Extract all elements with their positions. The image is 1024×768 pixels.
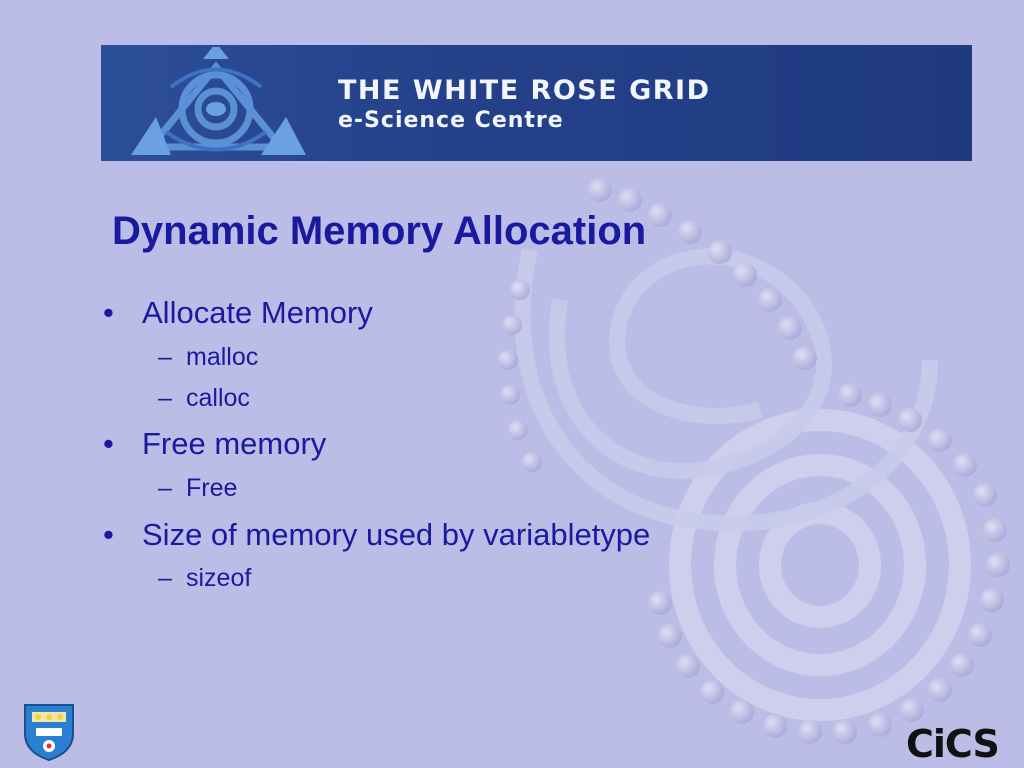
- banner-title: THE WHITE ROSE GRID: [338, 75, 711, 106]
- subitem-marker: –: [158, 474, 172, 502]
- bullet-item-free-memory: Free memory: [142, 426, 327, 461]
- subitem-marker: –: [158, 564, 172, 592]
- subitem-free: Free: [186, 474, 238, 502]
- subitem-marker: –: [158, 343, 172, 371]
- slide-title: Dynamic Memory Allocation: [112, 209, 647, 253]
- white-rose-triangle-logo: [131, 47, 306, 155]
- subitem-calloc: calloc: [186, 384, 250, 412]
- cics-logo: CiCS: [906, 722, 1000, 766]
- subitem-sizeof: sizeof: [186, 564, 252, 592]
- subitem-malloc: malloc: [186, 343, 259, 371]
- subitem-marker: –: [158, 384, 172, 412]
- bullet-item-size-of-memory: Size of memory used by variabletype: [142, 517, 651, 552]
- banner-subtitle: e-Science Centre: [338, 108, 564, 133]
- bullet-marker: •: [103, 426, 114, 461]
- university-crest-icon: [24, 704, 74, 762]
- header-banner: THE WHITE ROSE GRID e-Science Centre: [101, 45, 972, 161]
- bullet-marker: •: [103, 295, 114, 330]
- bullet-marker: •: [103, 517, 114, 552]
- bullet-item-allocate: Allocate Memory: [142, 295, 373, 330]
